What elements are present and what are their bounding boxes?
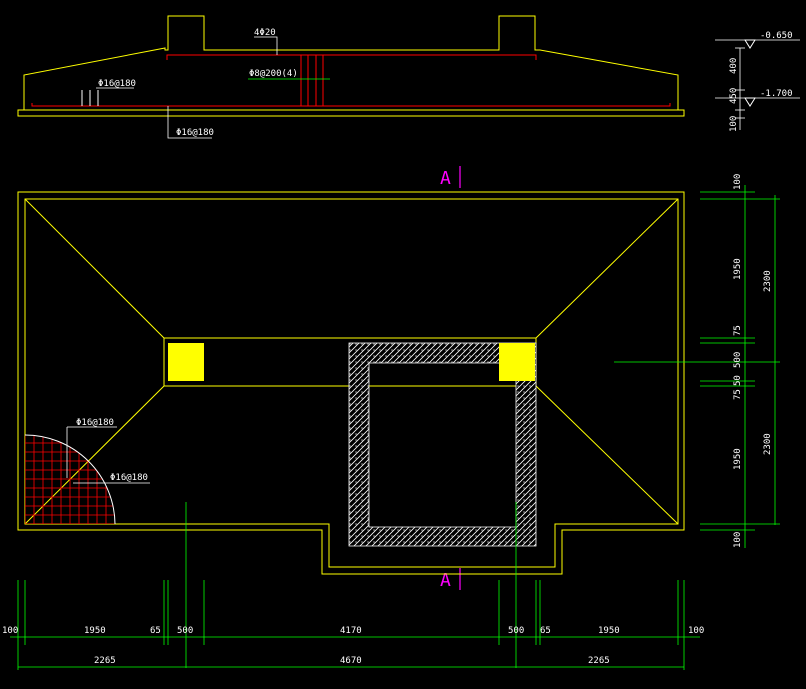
bottom-dimension-texts: 100 1950 65 500 4170 500 65 1950 100 226…	[2, 626, 704, 666]
bottom-rebar	[31, 103, 671, 107]
label-stirrup: Φ8@200(4)	[249, 69, 298, 79]
dim-right-100-top: 100	[733, 174, 743, 190]
dim-400: 400	[729, 58, 739, 74]
dim-bottom-100-r: 100	[688, 626, 704, 636]
dim-right-2300-top: 2300	[763, 270, 773, 292]
dim-bottom-500-l: 500	[177, 626, 193, 636]
dim-100: 100	[729, 116, 739, 132]
column-right	[499, 343, 535, 381]
level-triangle	[744, 39, 756, 49]
leader-line	[167, 106, 212, 139]
dim-bottom-1950-l: 1950	[84, 626, 106, 636]
label-rebar-bottom: Φ16@180	[176, 128, 214, 138]
elevation-base	[17, 109, 685, 117]
section-mark-bottom: A	[440, 570, 451, 591]
elevation-view: 4Φ20 Φ8@200(4) Φ16@180 Φ16@180	[17, 15, 685, 139]
level-triangle	[744, 97, 756, 107]
section-mark-top: A	[440, 168, 451, 189]
dim-bottom-500-r: 500	[508, 626, 524, 636]
slope-line	[24, 385, 165, 525]
dim-right-1950-bot: 1950	[733, 448, 743, 470]
plan-inner-outline	[24, 198, 679, 568]
dim-right-75-a: 75	[733, 325, 743, 336]
plan-rebar-1: Φ16@180	[76, 418, 114, 428]
top-rebar	[166, 54, 537, 60]
dim-right-50: 50	[733, 375, 743, 386]
slope-line	[535, 385, 679, 525]
dim-bottom-4670: 4670	[340, 656, 362, 666]
section-marks: A A	[440, 166, 461, 591]
dim-bottom-2265-r: 2265	[588, 656, 610, 666]
label-rebar-left: Φ16@180	[98, 79, 136, 89]
level-bottom: -1.700	[760, 89, 793, 99]
slope-line	[535, 198, 679, 339]
level-top: -0.650	[760, 31, 793, 41]
column-left	[168, 343, 204, 381]
dim-right-75-b: 75	[733, 389, 743, 400]
dim-bottom-4170: 4170	[340, 626, 362, 636]
right-dimension-texts: 100 1950 75 500 75 50 1950 100 2300 2300	[733, 174, 773, 548]
dim-right-2300-bot: 2300	[763, 433, 773, 455]
dim-bottom-100-l: 100	[2, 626, 18, 636]
leader-line	[254, 36, 278, 55]
bottom-dimensions	[10, 580, 700, 670]
plan-rebar-2: Φ16@180	[110, 473, 148, 483]
grid-arc	[24, 434, 116, 525]
plan-outer-outline	[17, 191, 685, 575]
dim-bottom-65-l: 65	[150, 626, 161, 636]
dim-right-100-bot: 100	[733, 532, 743, 548]
level-markers: -0.650 -1.700 400 450 100	[715, 31, 800, 132]
dim-bottom-1950-r: 1950	[598, 626, 620, 636]
dim-bottom-65-r: 65	[540, 626, 551, 636]
dim-450: 450	[729, 88, 739, 104]
dim-bottom-2265-l: 2265	[94, 656, 116, 666]
elevation-outline	[23, 15, 679, 110]
right-dimensions	[700, 185, 780, 548]
dim-right-1950-top: 1950	[733, 258, 743, 280]
slope-line	[24, 198, 165, 339]
dim-right-500: 500	[733, 352, 743, 368]
plan-view: Φ16@180 Φ16@180	[17, 191, 700, 668]
label-4phi20: 4Φ20	[254, 28, 276, 38]
